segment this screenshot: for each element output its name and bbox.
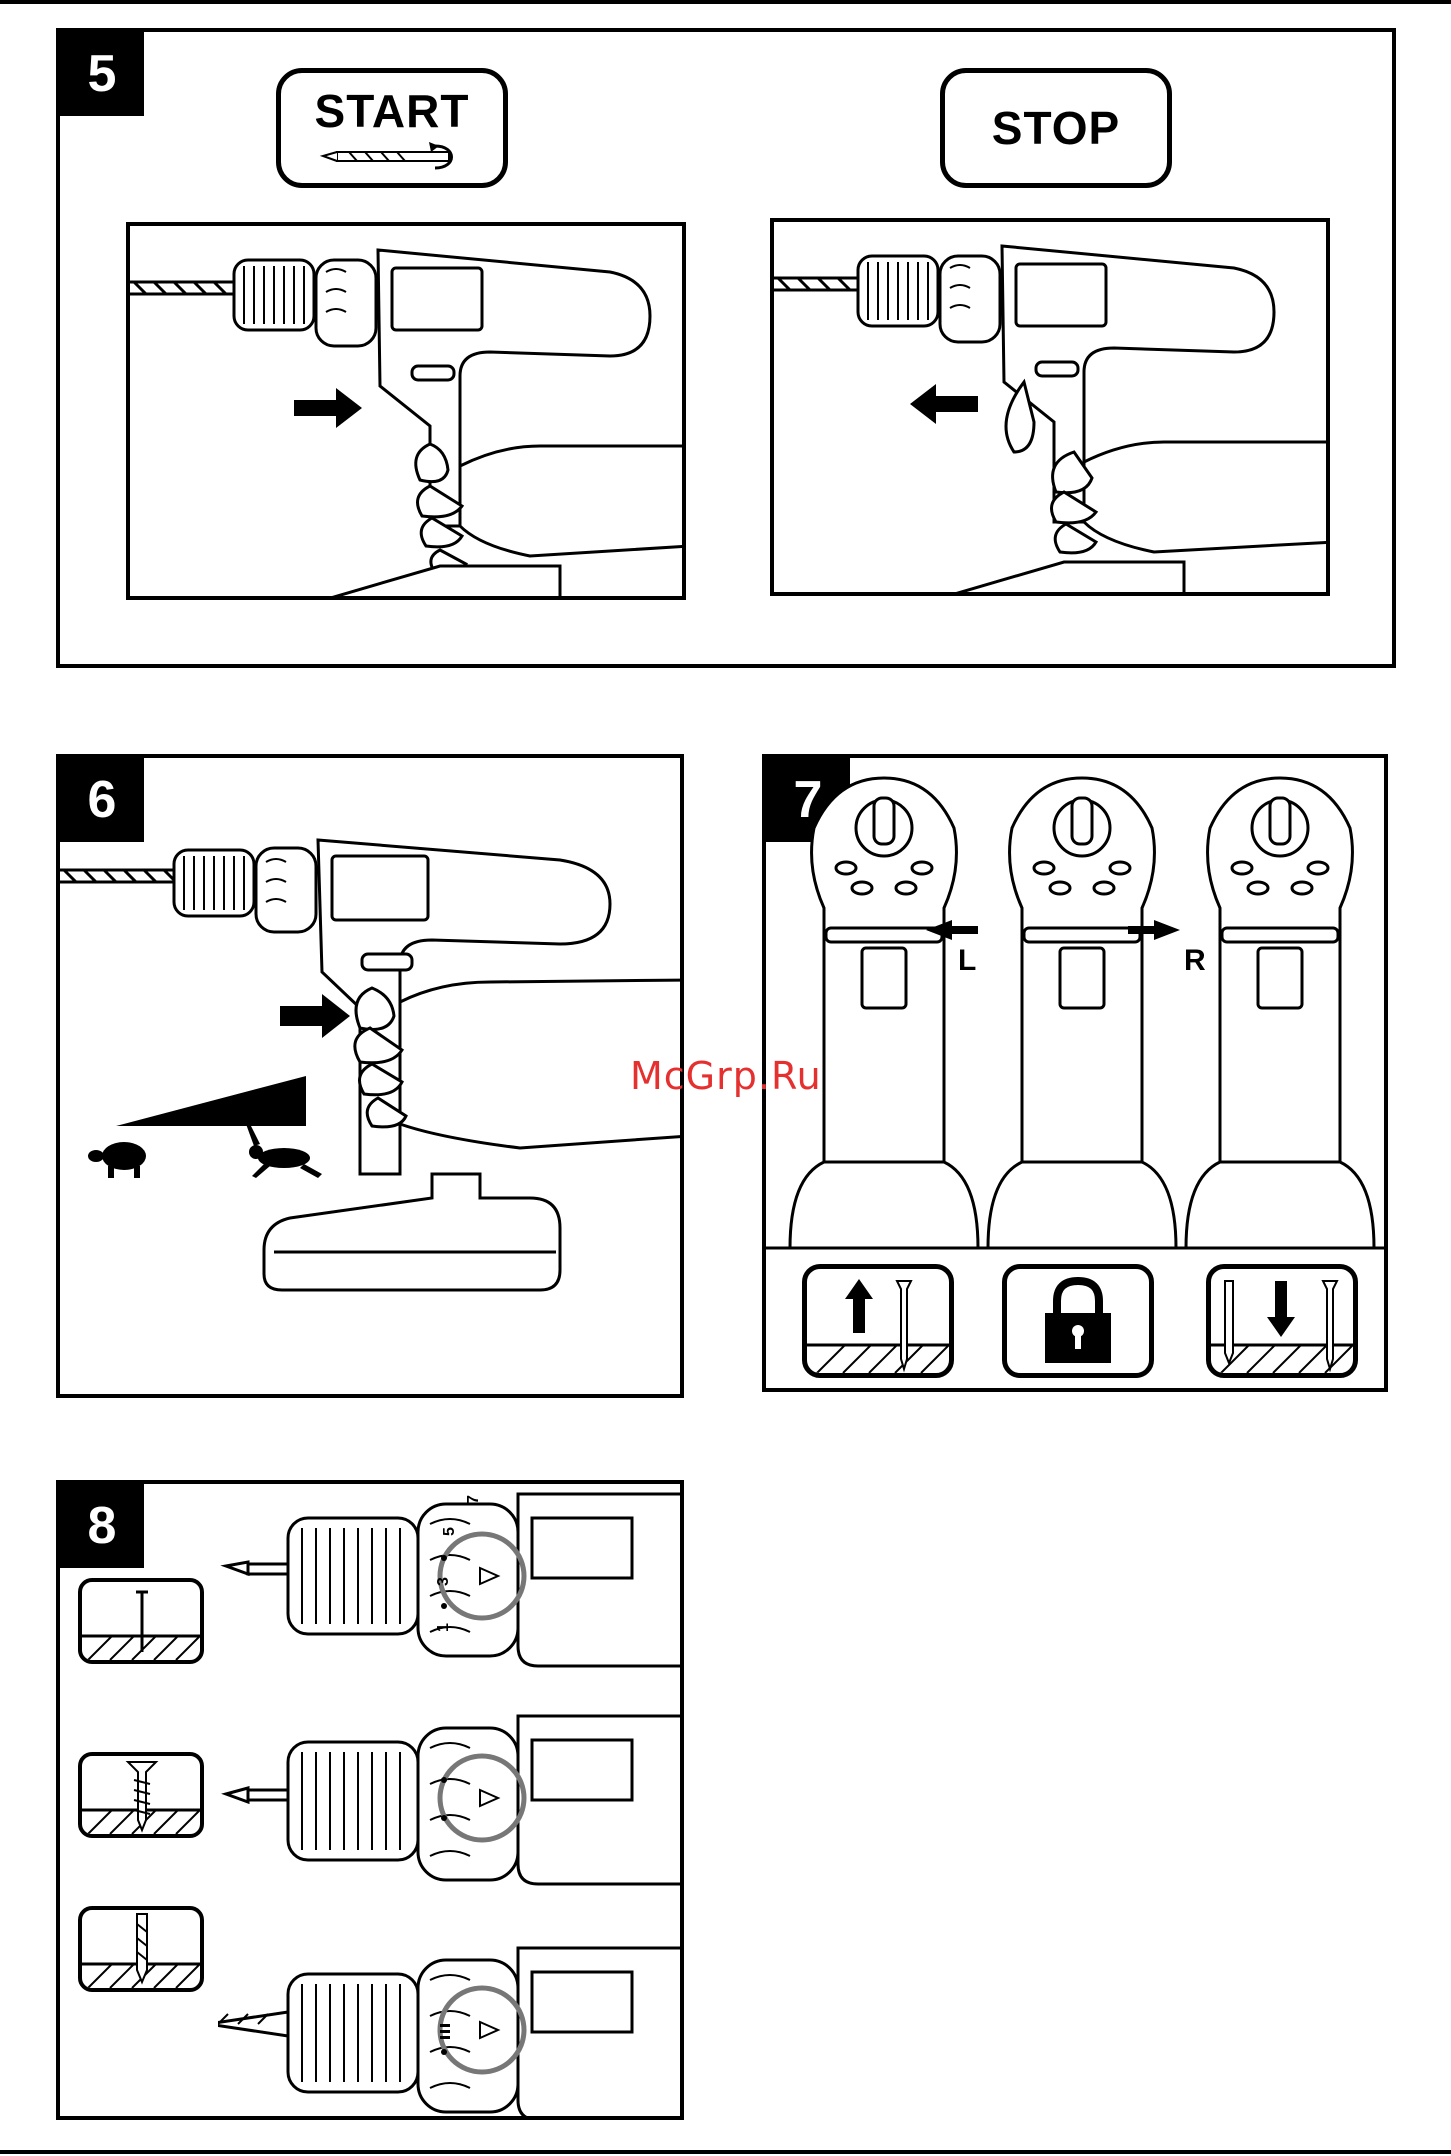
lock-icon: [1007, 1269, 1149, 1373]
drill-rotate-icon: [317, 138, 467, 172]
mode-lock: [1002, 1264, 1154, 1378]
drill-front-center: [988, 778, 1176, 1248]
drill-trigger-released: [774, 222, 1330, 596]
turtle-icon: [88, 1142, 146, 1178]
screw-icon: [82, 1756, 200, 1834]
release-arrow-icon: [910, 384, 978, 424]
step-number: 8: [60, 1484, 144, 1568]
start-badge: START: [276, 68, 508, 188]
panel-5: 5 START STOP: [56, 28, 1396, 668]
panel-7: 7: [762, 754, 1388, 1392]
drill-front-left: [790, 778, 978, 1248]
step-number: 5: [60, 32, 144, 116]
mode-nail: [78, 1578, 204, 1664]
mode-screw-in: [1206, 1264, 1358, 1378]
right-direction-label: R: [1184, 944, 1206, 978]
dial-mark: 1: [435, 1623, 452, 1632]
dial-mark: 5: [441, 1527, 458, 1536]
speed-ramp-icon: [116, 1076, 306, 1126]
push-arrow-icon: [280, 994, 350, 1038]
variable-speed-illustration: [60, 758, 684, 1398]
dial-mark: 3: [435, 1577, 452, 1586]
mode-screw: [78, 1752, 204, 1838]
screw-in-icon: [1211, 1269, 1353, 1373]
dial-mark: 7: [465, 1495, 482, 1504]
panel-6: 6: [56, 754, 684, 1398]
top-rule: [0, 0, 1451, 4]
start-label: START: [315, 84, 470, 138]
start-illustration: [126, 222, 686, 600]
drill-trigger-pressed: [130, 226, 686, 600]
hare-icon: [246, 1124, 322, 1178]
torque-setting-illustration: 1 3 5 7: [218, 1484, 684, 2120]
stop-illustration: [770, 218, 1330, 596]
mode-unscrew: [802, 1264, 954, 1378]
panel-8: 8: [56, 1480, 684, 2120]
stop-label: STOP: [992, 101, 1120, 155]
drill-bit-icon: [82, 1910, 200, 1988]
watermark: McGrp.Ru: [630, 1054, 822, 1098]
mode-drill: [78, 1906, 204, 1992]
push-arrow-icon: [294, 388, 362, 428]
bottom-rule: [0, 2150, 1451, 2154]
left-direction-label: L: [958, 944, 976, 978]
unscrew-icon: [807, 1269, 949, 1373]
nail-icon: [82, 1582, 200, 1660]
stop-badge: STOP: [940, 68, 1172, 188]
drill-front-right: [1186, 778, 1374, 1248]
